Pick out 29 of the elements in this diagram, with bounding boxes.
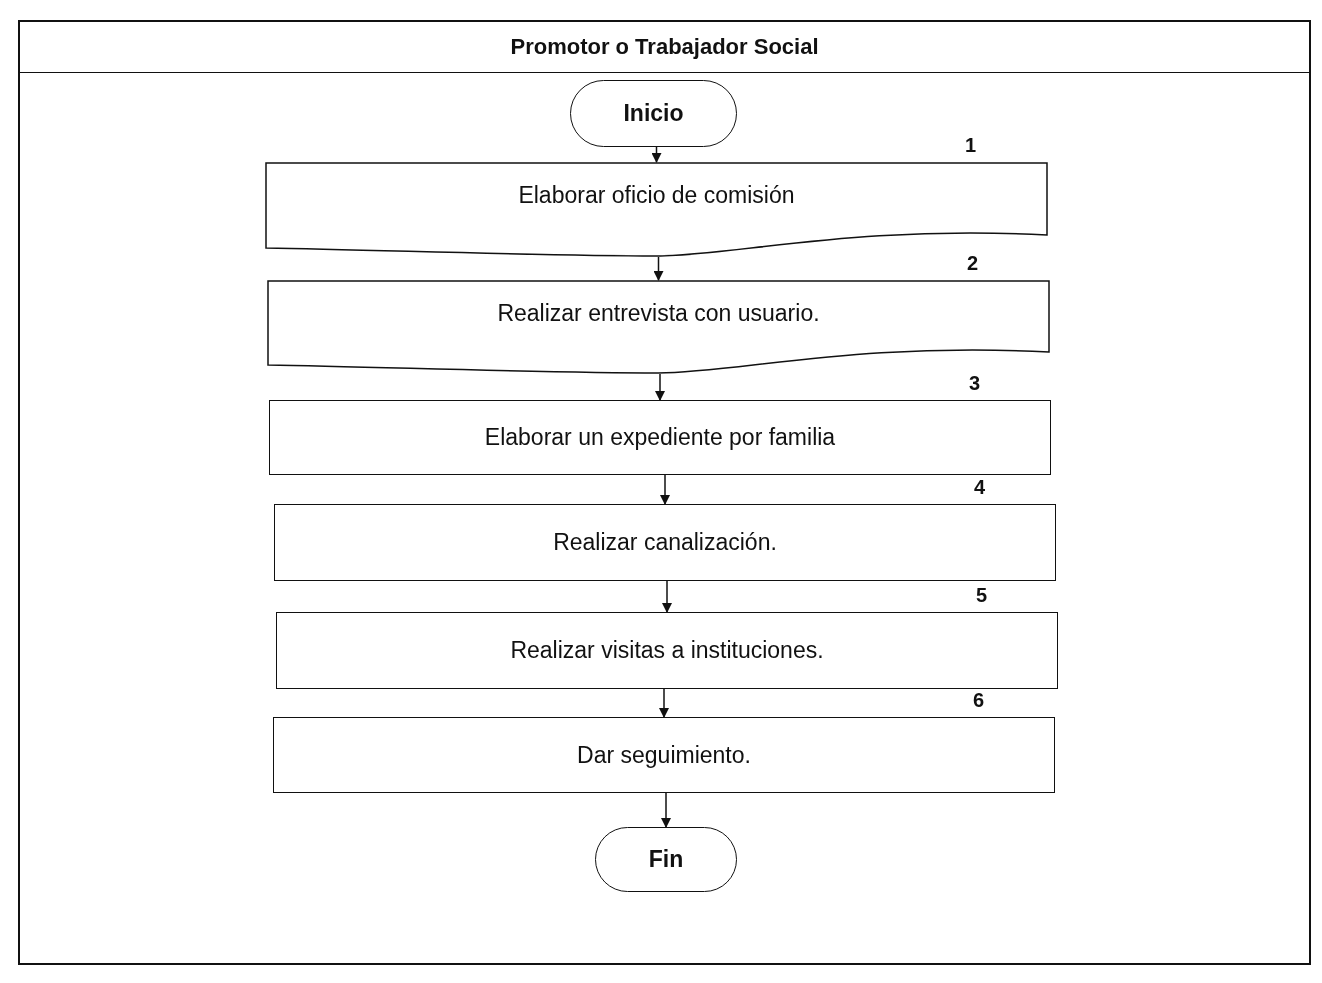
process-box — [269, 400, 1051, 475]
swimlane — [18, 20, 1311, 965]
step-text: Realizar entrevista con usuario. — [497, 300, 820, 327]
document-box — [267, 280, 1050, 374]
arrow — [659, 688, 669, 718]
arrow — [653, 256, 664, 281]
document-box — [265, 162, 1048, 257]
arrow — [655, 373, 665, 401]
arrow — [651, 146, 662, 163]
step-text: Realizar visitas a instituciones. — [510, 637, 824, 664]
step-text: Dar seguimiento. — [577, 741, 751, 769]
step-text: Realizar canalización. — [553, 529, 777, 556]
step-text: Inicio — [623, 100, 684, 127]
step-text: Elaborar un expediente por familia — [484, 424, 836, 451]
step-number: 1 — [965, 134, 977, 157]
arrow — [661, 792, 671, 828]
process-box — [273, 717, 1055, 793]
arrow — [662, 580, 672, 613]
step-number: 6 — [973, 689, 985, 712]
step-number: 3 — [969, 372, 981, 395]
arrow — [660, 474, 670, 505]
step-text: Elaborar oficio de comisión — [518, 182, 795, 209]
step-number: 4 — [974, 476, 986, 499]
process-box — [274, 504, 1056, 581]
process-box — [276, 612, 1058, 689]
lane-title: Promotor o Trabajador Social — [510, 34, 819, 60]
step-number: 2 — [967, 252, 979, 275]
step-number: 5 — [976, 584, 988, 607]
step-text: Fin — [648, 846, 684, 873]
